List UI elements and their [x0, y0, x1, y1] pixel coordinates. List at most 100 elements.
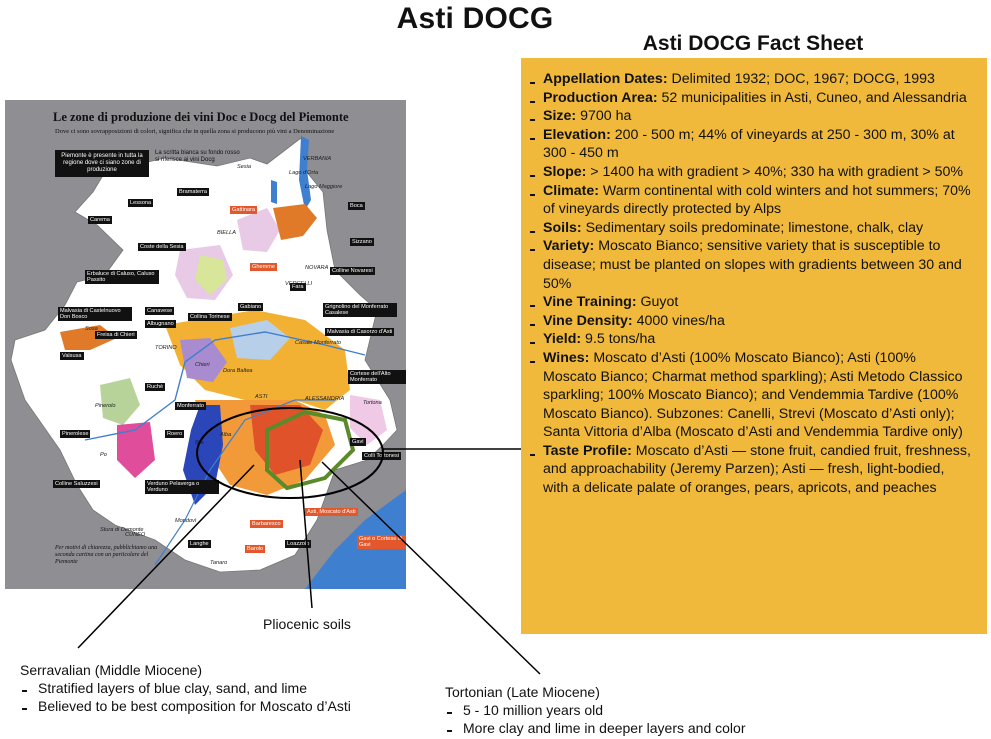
fact-label: Vine Training: [543, 294, 637, 311]
map-place-label: NOVARA [305, 265, 329, 271]
map-doc-label: Gavi [350, 438, 366, 447]
zone-pinerolo [100, 378, 140, 425]
fact-label: Variety: [543, 238, 595, 255]
fact-item: Yield: 9.5 tons/ha [529, 330, 973, 349]
fact-label: Size: [543, 108, 577, 125]
tortonian-caption: Tortonian (Late Miocene) 5 - 10 million … [445, 683, 745, 737]
map-place-label: ASTI [255, 394, 268, 400]
map-doc-label: Ruchè [145, 383, 166, 392]
fact-label: Soils: [543, 219, 582, 236]
map-doc-label: Coste della Sesia [138, 243, 186, 252]
map-docg-label: Barolo [245, 545, 266, 554]
fact-text: Moscato d’Asti — stone fruit, candied fr… [543, 442, 971, 497]
lake-maggiore [299, 136, 311, 210]
map-place-label: Stura di Demonte [100, 527, 144, 533]
fact-item: Soils: Sedimentary soils predominate; li… [529, 219, 973, 238]
map-place-label: ALESSANDRIA [305, 396, 345, 402]
map-place-label: Casale Monferrato [295, 340, 342, 346]
fact-text: 9700 ha [576, 108, 632, 125]
map-place-label: VERBANIA [303, 156, 332, 162]
zone-saluzzo [117, 422, 155, 478]
fact-item: Vine Training: Guyot [529, 293, 973, 312]
fact-item: Appellation Dates: Delimited 1932; DOC, … [529, 70, 973, 89]
zone-casalese-blue [230, 320, 290, 360]
map-doc-label: Gabiano [238, 303, 264, 312]
fact-item: Elevation: 200 - 500 m; 44% of vineyards… [529, 126, 973, 163]
fact-label: Climate: [543, 182, 599, 199]
fact-text: Sedimentary soils predominate; limestone… [581, 219, 924, 236]
map-title: Le zone di produzione dei vini Doc e Doc… [53, 110, 349, 124]
fact-text: 9.5 tons/ha [581, 331, 656, 348]
zone-green-canavese [195, 255, 227, 295]
tortonian-item: 5 - 10 million years old [445, 701, 745, 719]
fact-list: Appellation Dates: Delimited 1932; DOC, … [529, 70, 973, 498]
serravalian-item: Stratified layers of blue clay, sand, an… [20, 679, 351, 697]
fact-label: Yield: [543, 331, 582, 348]
map-doc-label: Collina Torinese [188, 313, 232, 322]
fact-item: Size: 9700 ha [529, 107, 973, 126]
map-place-label: Tortona [363, 400, 382, 406]
fact-item: Vine Density: 4000 vines/ha [529, 312, 973, 331]
fact-text: Delimited 1932; DOC, 1967; DOCG, 1993 [667, 71, 935, 87]
map-docg-label: Gavi o Cortese di Gavi [357, 535, 406, 550]
zone-biella [237, 208, 280, 252]
fact-item: Wines: Moscato d’Asti (100% Moscato Bian… [529, 349, 973, 442]
map-doc-label: Grignolino del Monferrato Casalese [323, 303, 397, 318]
map-legend-note: La scritta bianca su fondo rosso si rife… [155, 150, 240, 163]
map-doc-label: Colli Tortonesi [362, 452, 402, 461]
map-place-label: Chieri [195, 362, 210, 368]
lake-orta [271, 180, 277, 204]
map-docg-label: Asti, Moscato d'Asti [305, 508, 358, 517]
map-place-label: BIELLA [217, 230, 236, 236]
map-doc-label: Monferrato [175, 402, 207, 411]
map-place-label: Pinerolo [95, 403, 116, 409]
map-place-label: Lago d'Orta [289, 170, 319, 176]
fact-item: Taste Profile: Moscato d’Asti — stone fr… [529, 442, 973, 498]
river-po [84, 331, 366, 441]
fact-label: Production Area: [543, 89, 658, 106]
map-doc-label: Colline Saluzzesi [53, 480, 100, 489]
map-doc-label: Valsusa [60, 352, 84, 361]
map-place-label: Sosa [85, 326, 98, 332]
map-doc-label: Lessona [128, 199, 154, 208]
map-doc-label: Colline Novaresi [330, 267, 375, 276]
map-place-label: Lago Maggiore [305, 184, 343, 190]
tortonian-list: 5 - 10 million years old More clay and l… [445, 701, 745, 737]
map-doc-label: Malvasia di Casorzo d'Asti [325, 328, 395, 337]
map-doc-label: Bramaterra [177, 188, 209, 197]
map-doc-label: Malvasia di Castelnuovo Don Bosco [58, 307, 132, 322]
map-doc-label: Sizzano [350, 238, 374, 247]
slide-title: Asti DOCG [396, 2, 554, 35]
map-footnote: Per motivi di chiarezza, pubblichiamo un… [55, 545, 158, 565]
tortonian-heading: Tortonian (Late Miocene) [445, 684, 600, 700]
zone-gattinara [273, 204, 317, 240]
fact-text: Warm continental with cold winters and h… [543, 182, 971, 218]
serravalian-list: Stratified layers of blue clay, sand, an… [20, 679, 351, 715]
zone-monferrato-yellow [165, 310, 350, 410]
fact-label: Wines: [543, 349, 590, 366]
fact-label: Appellation Dates: [543, 71, 668, 87]
map-docg-label: Ghemme [250, 263, 278, 272]
map-subtitle: Dove ci sono sovrapposizioni di colori, … [55, 128, 335, 135]
map-doc-label: Verduno Pelaverga o Verduno [145, 480, 219, 495]
map-legend-box: Piemonte è presente in tutta la regione … [55, 150, 149, 177]
fact-text: > 1400 ha with gradient > 40%; 330 ha wi… [586, 163, 963, 180]
map-place-label: Mondovì [175, 518, 197, 524]
map-place-label: Po [100, 452, 107, 458]
fact-label: Slope: [543, 163, 587, 180]
map-doc-label: Cortese dell'Alto Monferrato [348, 370, 406, 385]
map-doc-label: Fara [290, 283, 306, 292]
fact-sheet-title: Asti DOCG Fact Sheet [642, 32, 864, 55]
map-doc-label: Freisa di Chieri [95, 331, 137, 340]
piemonte-map: Le zone di produzione dei vini Doc e Doc… [5, 100, 406, 589]
map-place-label: Tanaro [210, 560, 228, 566]
fact-item: Variety: Moscato Bianco; sensitive varie… [529, 237, 973, 293]
map-docg-label: Barbaresco [250, 520, 283, 529]
pliocenic-caption: Pliocenic soils [263, 616, 351, 632]
map-place-label: Bra [195, 440, 204, 446]
fact-label: Taste Profile: [543, 442, 632, 459]
map-doc-label: Canavese [145, 307, 175, 316]
serravalian-item: Believed to be best composition for Mosc… [20, 697, 351, 715]
map-doc-label: Carema [88, 216, 112, 225]
fact-text: 4000 vines/ha [632, 312, 725, 329]
